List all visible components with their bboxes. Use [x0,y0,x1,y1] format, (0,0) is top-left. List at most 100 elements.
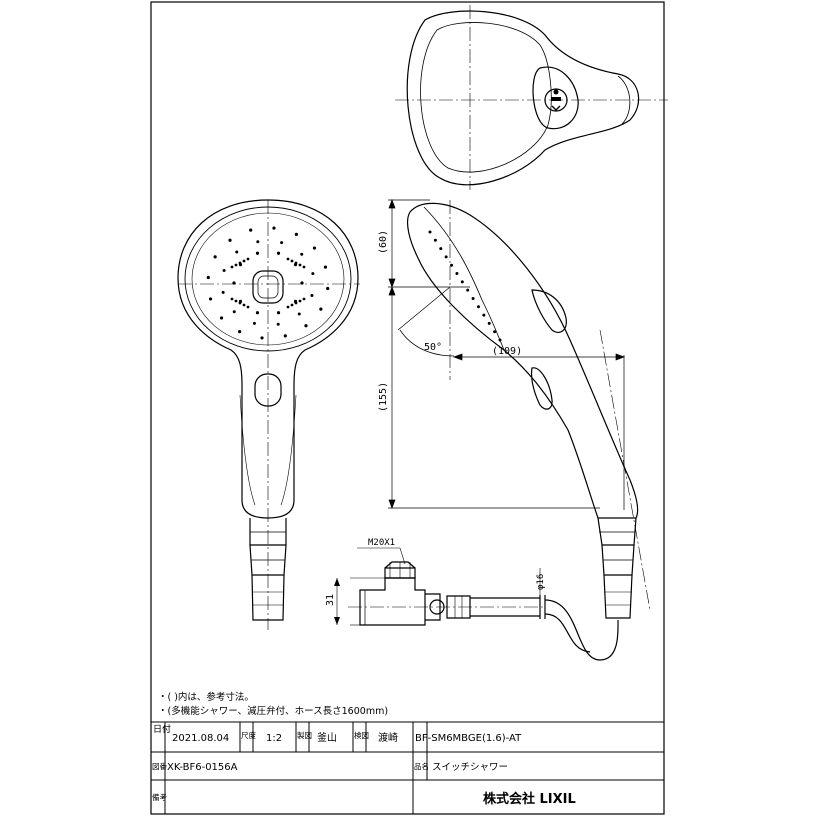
nozzle-dot [276,322,280,326]
nozzle-dot [300,252,304,256]
nozzle-dot [310,294,314,298]
nozzle-dot [234,299,238,303]
top-view [395,5,668,190]
nozzle-dot [294,261,298,265]
nozzle-dot [246,305,250,309]
side-nozzle-dot [450,263,454,267]
nozzle-dot [300,281,304,285]
nozzle-dot [286,257,290,261]
nozzle-dot [297,312,301,316]
product-name: スイッチシャワー [432,762,508,773]
company-name: 株式会社 LIXIL [483,791,576,807]
nozzle-dot [302,265,306,269]
side-nozzle-dot [428,230,432,234]
nozzle-dot [221,290,225,294]
side-view [406,200,651,619]
nozzle-dot [255,251,260,255]
product-code: BF-SM6MBGE(1.6)-AT [415,733,522,744]
nozzle-dot [228,238,232,242]
nozzle-dot [206,275,210,280]
nozzle-dot [276,251,281,255]
nozzle-dot [242,303,246,307]
nozzle-dot [294,301,298,305]
nozzle-dot [252,321,256,325]
side-nozzle-dot [471,296,475,300]
nozzle-dot [238,330,242,334]
side-nozzle-dot [482,313,486,317]
nozzle-dot [319,307,323,311]
nozzle-dot [219,316,224,320]
note-1: ・( )内は、参考寸法。 [158,691,254,703]
side-nozzle-dot [487,321,491,325]
label-date-chars: 日付 [153,724,171,735]
nozzle-dot [238,301,242,305]
nozzle-pattern [206,226,330,340]
nozzle-dot [260,336,264,340]
nozzle-dot [280,241,284,245]
dim-31: 31 [325,594,336,606]
checked-value: 渡崎 [378,731,398,744]
label-remarks: 備考 [152,792,167,802]
nozzle-dot [256,240,260,244]
hose-valve-detail [334,547,619,661]
nozzle-dot [213,255,217,259]
dim-155: (155) [378,382,389,412]
nozzle-dot [323,265,328,269]
nozzle-dot [246,257,250,261]
side-nozzle-dot [439,247,443,251]
nozzle-dot [232,310,236,314]
nozzle-dot [238,261,242,265]
scale-value: 1:2 [266,733,282,744]
nozzle-dot [326,286,330,291]
side-nozzle-dot [476,305,480,309]
drawing-no-value: XK-BF6-0156A [167,762,238,773]
nozzle-dot [276,311,281,315]
nozzle-dot [234,263,238,267]
side-nozzle-dot [455,272,459,276]
nozzle-dot [298,263,302,267]
dim-thread: M20X1 [368,538,395,548]
nozzle-dot [232,281,236,285]
nozzle-dot [235,250,239,254]
side-nozzle-dot [493,330,497,334]
dim-60: (60) [378,230,389,254]
nozzle-dot [208,297,213,301]
date-value: 2021.08.04 [172,733,229,744]
nozzle-dot [298,299,302,303]
nozzle-dot [255,311,260,315]
nozzle-dot [283,334,287,338]
side-nozzle-dot [444,255,448,259]
side-nozzle-dots [428,230,502,342]
label-checked: 検図 [354,730,369,740]
nozzle-dot [294,232,298,236]
dim-109: (109) [492,346,522,357]
nozzle-dot [304,324,308,328]
note-2: ・(多機能シャワー、減圧弁付、ホース長さ1600mm) [158,705,388,717]
side-nozzle-dot [466,288,470,292]
nozzle-dot [302,297,306,301]
label-scale: 尺度 [241,730,256,740]
title-block [150,721,665,815]
nozzle-dot [290,303,294,307]
side-nozzle-dot [498,338,502,342]
nozzle-dot [230,265,234,269]
dim-hose-dia: φ16 [536,574,546,590]
label-name: 品名 [414,761,429,771]
dimension-lines [388,199,625,510]
side-nozzle-dot [460,280,464,284]
label-drawn: 製図 [297,730,312,740]
nozzle-dot [249,228,253,232]
side-nozzle-dot [433,238,437,242]
label-drawing-no: 図番 [152,761,167,771]
nozzle-dot [272,226,276,230]
nozzle-dot [242,259,246,263]
dim-angle: 50° [424,342,442,353]
nozzle-dot [230,297,234,301]
nozzle-dot [286,305,290,309]
nozzle-dot [222,268,226,272]
front-view [177,199,360,630]
nozzle-dot [290,259,294,263]
nozzle-dot [311,272,315,276]
nozzle-dot [312,246,317,250]
